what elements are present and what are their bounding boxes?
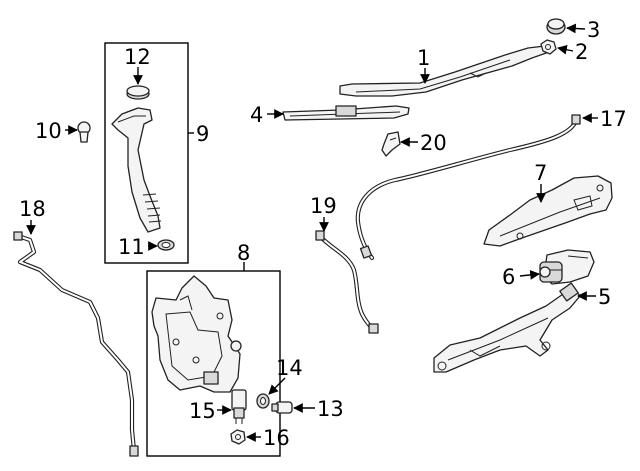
callout-14: 14	[276, 356, 303, 380]
wiper-cowl-cover[interactable]	[483, 175, 613, 247]
callout-20: 20	[420, 131, 447, 155]
washer-reservoir[interactable]	[151, 275, 242, 393]
callout-15: 15	[189, 399, 216, 423]
callout-11: 11	[118, 235, 145, 259]
filler-neck-seal[interactable]	[157, 239, 175, 251]
callout-3: 3	[587, 18, 600, 42]
callout-4: 4	[250, 103, 263, 127]
wiper-arm[interactable]	[339, 45, 550, 97]
callout-1: 1	[417, 46, 430, 70]
callout-10: 10	[35, 119, 62, 143]
callout-9: 9	[196, 122, 209, 146]
callout-16: 16	[263, 426, 290, 450]
wiper-blade[interactable]	[282, 105, 410, 121]
leader-2	[557, 44, 574, 55]
wiper-arm-cap[interactable]	[546, 18, 566, 35]
leader-6	[519, 270, 540, 280]
pump-grommet[interactable]	[256, 393, 270, 409]
callout-17: 17	[600, 107, 627, 131]
callout-6: 6	[502, 265, 515, 289]
wiper-motor[interactable]	[539, 249, 595, 285]
reservoir-nut[interactable]	[230, 429, 246, 445]
callout-2: 2	[575, 40, 588, 64]
leader-3	[566, 23, 586, 34]
wiper-linkage[interactable]	[433, 282, 581, 373]
callout-5: 5	[598, 285, 611, 309]
callout-18: 18	[19, 197, 46, 221]
reservoir-filler-cap[interactable]	[126, 85, 150, 100]
washer-hose-lower[interactable]	[13, 231, 139, 457]
washer-pump[interactable]	[231, 389, 247, 424]
leader-14	[268, 377, 286, 395]
push-pin-retainer[interactable]	[77, 121, 91, 143]
fluid-level-sensor[interactable]	[271, 401, 293, 414]
reservoir-group-box	[146, 270, 281, 457]
callout-13: 13	[317, 397, 344, 421]
callout-12: 12	[124, 45, 151, 69]
callout-8: 8	[237, 241, 250, 265]
callout-19: 19	[310, 194, 337, 218]
washer-hose-upper[interactable]	[355, 114, 581, 261]
wiper-arm-nut[interactable]	[540, 39, 557, 55]
wiper-clip[interactable]	[381, 131, 401, 157]
reservoir-filler-group-box	[104, 42, 189, 264]
reservoir-filler-neck[interactable]	[111, 107, 162, 233]
callout-7: 7	[534, 161, 547, 185]
